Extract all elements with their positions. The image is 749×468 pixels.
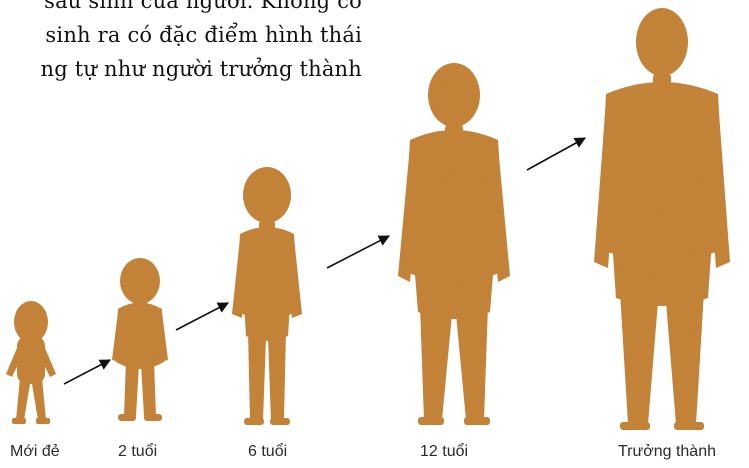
stage-label-12-years: 12 tuổi: [420, 443, 468, 461]
stage-label-6-years: 6 tuổi: [248, 443, 287, 461]
stage-label-adult: Trưởng thành: [618, 443, 716, 461]
stage-label-newborn: Mới đẻ: [10, 443, 60, 461]
stage-label-2-years: 2 tuổi: [118, 443, 157, 461]
